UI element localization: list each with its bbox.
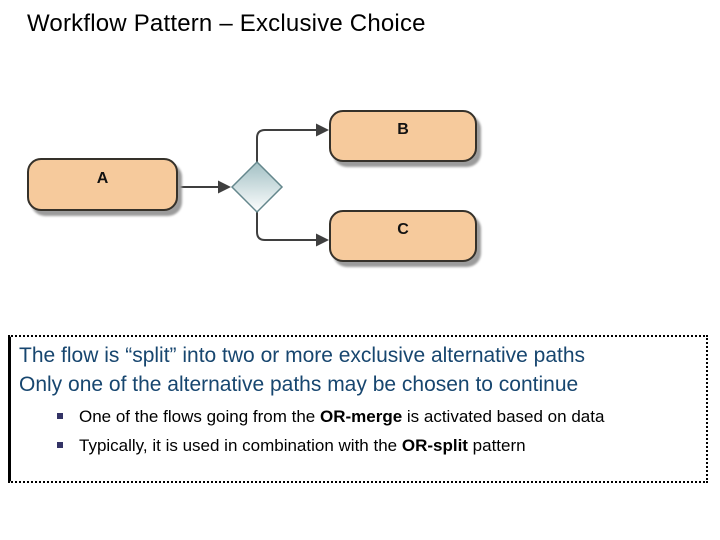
edge-gateway-to-b: [256, 129, 317, 162]
notes-textbox: The flow is “split” into two or more exc…: [8, 335, 708, 483]
edge-gateway-to-c: [256, 212, 317, 241]
bullet-square-icon: [57, 412, 63, 419]
bullet-list: One of the flows going from the OR-merge…: [19, 402, 700, 460]
arrowhead-gateway-to-b-icon: [316, 123, 329, 137]
notes-line-2: Only one of the alternative paths may be…: [19, 373, 579, 396]
bullet-text-post: pattern: [467, 436, 526, 455]
task-node-b-label: B: [397, 121, 409, 138]
notes-line-1: The flow is “split” into two or more exc…: [19, 344, 586, 367]
arrowhead-gateway-to-c-icon: [316, 233, 329, 247]
slide-title: Workflow Pattern – Exclusive Choice: [27, 10, 426, 37]
exclusive-choice-diamond-icon: [230, 160, 284, 214]
task-node-c: C: [329, 210, 477, 262]
bullet-text-bold: OR-split: [401, 436, 468, 455]
task-node-a-label: A: [96, 170, 109, 187]
bullet-text-post: is activated based on data: [402, 407, 605, 426]
task-node-c-label: C: [397, 221, 409, 238]
bullet-item: Typically, it is used in combination wit…: [19, 431, 700, 460]
task-node-a: A: [27, 158, 178, 211]
bullet-square-icon: [57, 441, 63, 448]
bullet-text-bold: OR-merge: [319, 407, 403, 426]
bullet-text-pre: One of the flows going from the: [79, 407, 320, 426]
arrowhead-a-to-gateway-icon: [218, 180, 231, 194]
task-node-b: B: [329, 110, 477, 162]
bullet-text-pre: Typically, it is used in combination wit…: [79, 436, 402, 455]
bullet-item: One of the flows going from the OR-merge…: [19, 402, 700, 431]
